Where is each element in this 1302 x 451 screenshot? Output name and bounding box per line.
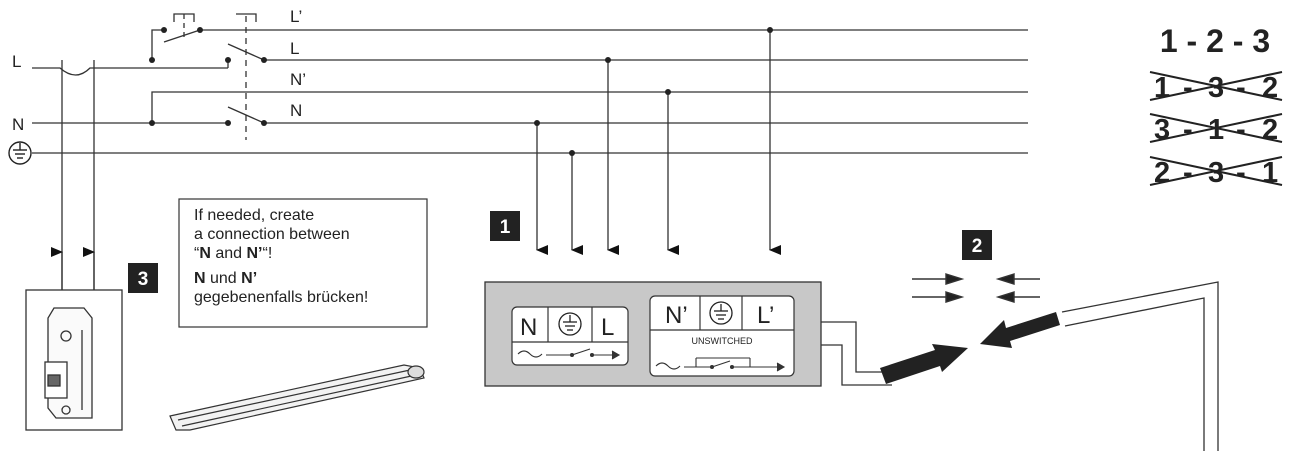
- svg-text:3: 3: [1208, 157, 1224, 189]
- svg-text:1: 1: [1208, 114, 1224, 146]
- switched-symbol-icon: [517, 348, 621, 360]
- step-1-badge: 1: [490, 211, 520, 241]
- svg-text:3: 3: [1208, 72, 1224, 104]
- svg-text:-: -: [1183, 114, 1193, 146]
- note-en-line3: “N and N’“!: [194, 245, 272, 262]
- note-en-line1: If needed, create: [194, 207, 314, 224]
- connector-arrow-left: [880, 344, 968, 384]
- sequence-wrong-3: 2 - 3 - 1: [1149, 156, 1283, 189]
- supply-neutral-label: N: [12, 115, 24, 134]
- note-de-line2: gegebenenfalls brücken!: [194, 289, 368, 306]
- earth-ground-icon: [8, 141, 32, 165]
- step-2-label: 2: [972, 236, 983, 257]
- sequence-wrong-2: 3 - 1 - 2: [1149, 113, 1283, 146]
- step-3-badge: 3: [128, 263, 158, 293]
- terminal-earth-icon: [558, 312, 582, 336]
- label-l: L: [290, 39, 299, 58]
- svg-text:-: -: [1236, 157, 1246, 189]
- unswitched-caption: UNSWITCHED: [692, 336, 753, 346]
- terminal-l: L: [601, 314, 614, 341]
- line-wire: [32, 67, 228, 76]
- step-2-badge: 2: [962, 230, 992, 260]
- switch-contact-top: [163, 29, 201, 43]
- bus-n-prime: [151, 91, 1028, 123]
- bus-l-prime: [151, 29, 164, 60]
- step-1-label: 1: [500, 217, 511, 238]
- terminal-earth-icon-2: [709, 301, 733, 325]
- supply-line-label: L: [12, 52, 21, 71]
- label-n: N: [290, 101, 302, 120]
- svg-text:-: -: [1236, 114, 1246, 146]
- step-3-label: 3: [138, 269, 149, 290]
- push-together-icon: [912, 273, 1040, 303]
- terminal-n-prime: N’: [665, 302, 688, 329]
- circuit-breaker-icon: [25, 289, 123, 431]
- sequence-correct: 1 - 2 - 3: [1160, 23, 1270, 59]
- note-en-line2: a connection between: [194, 226, 350, 243]
- sequence-wrong-1: 1 - 3 - 2: [1149, 71, 1283, 104]
- luminaire-tube-icon: [169, 364, 425, 431]
- connector-arrow-right: [980, 312, 1060, 348]
- svg-text:-: -: [1183, 157, 1193, 189]
- terminal-block: N L N’ L’: [484, 281, 822, 387]
- unswitched-symbol-icon: [655, 357, 786, 372]
- svg-text:-: -: [1236, 72, 1246, 104]
- label-l-prime: L’: [290, 7, 302, 26]
- bridge-note-box: If needed, create a connection between “…: [178, 198, 428, 328]
- terminal-l-prime: L’: [757, 302, 774, 329]
- terminal-n: N: [520, 314, 537, 341]
- note-de-line1: N und N’: [194, 270, 257, 287]
- svg-text:-: -: [1183, 72, 1193, 104]
- label-n-prime: N’: [290, 70, 306, 89]
